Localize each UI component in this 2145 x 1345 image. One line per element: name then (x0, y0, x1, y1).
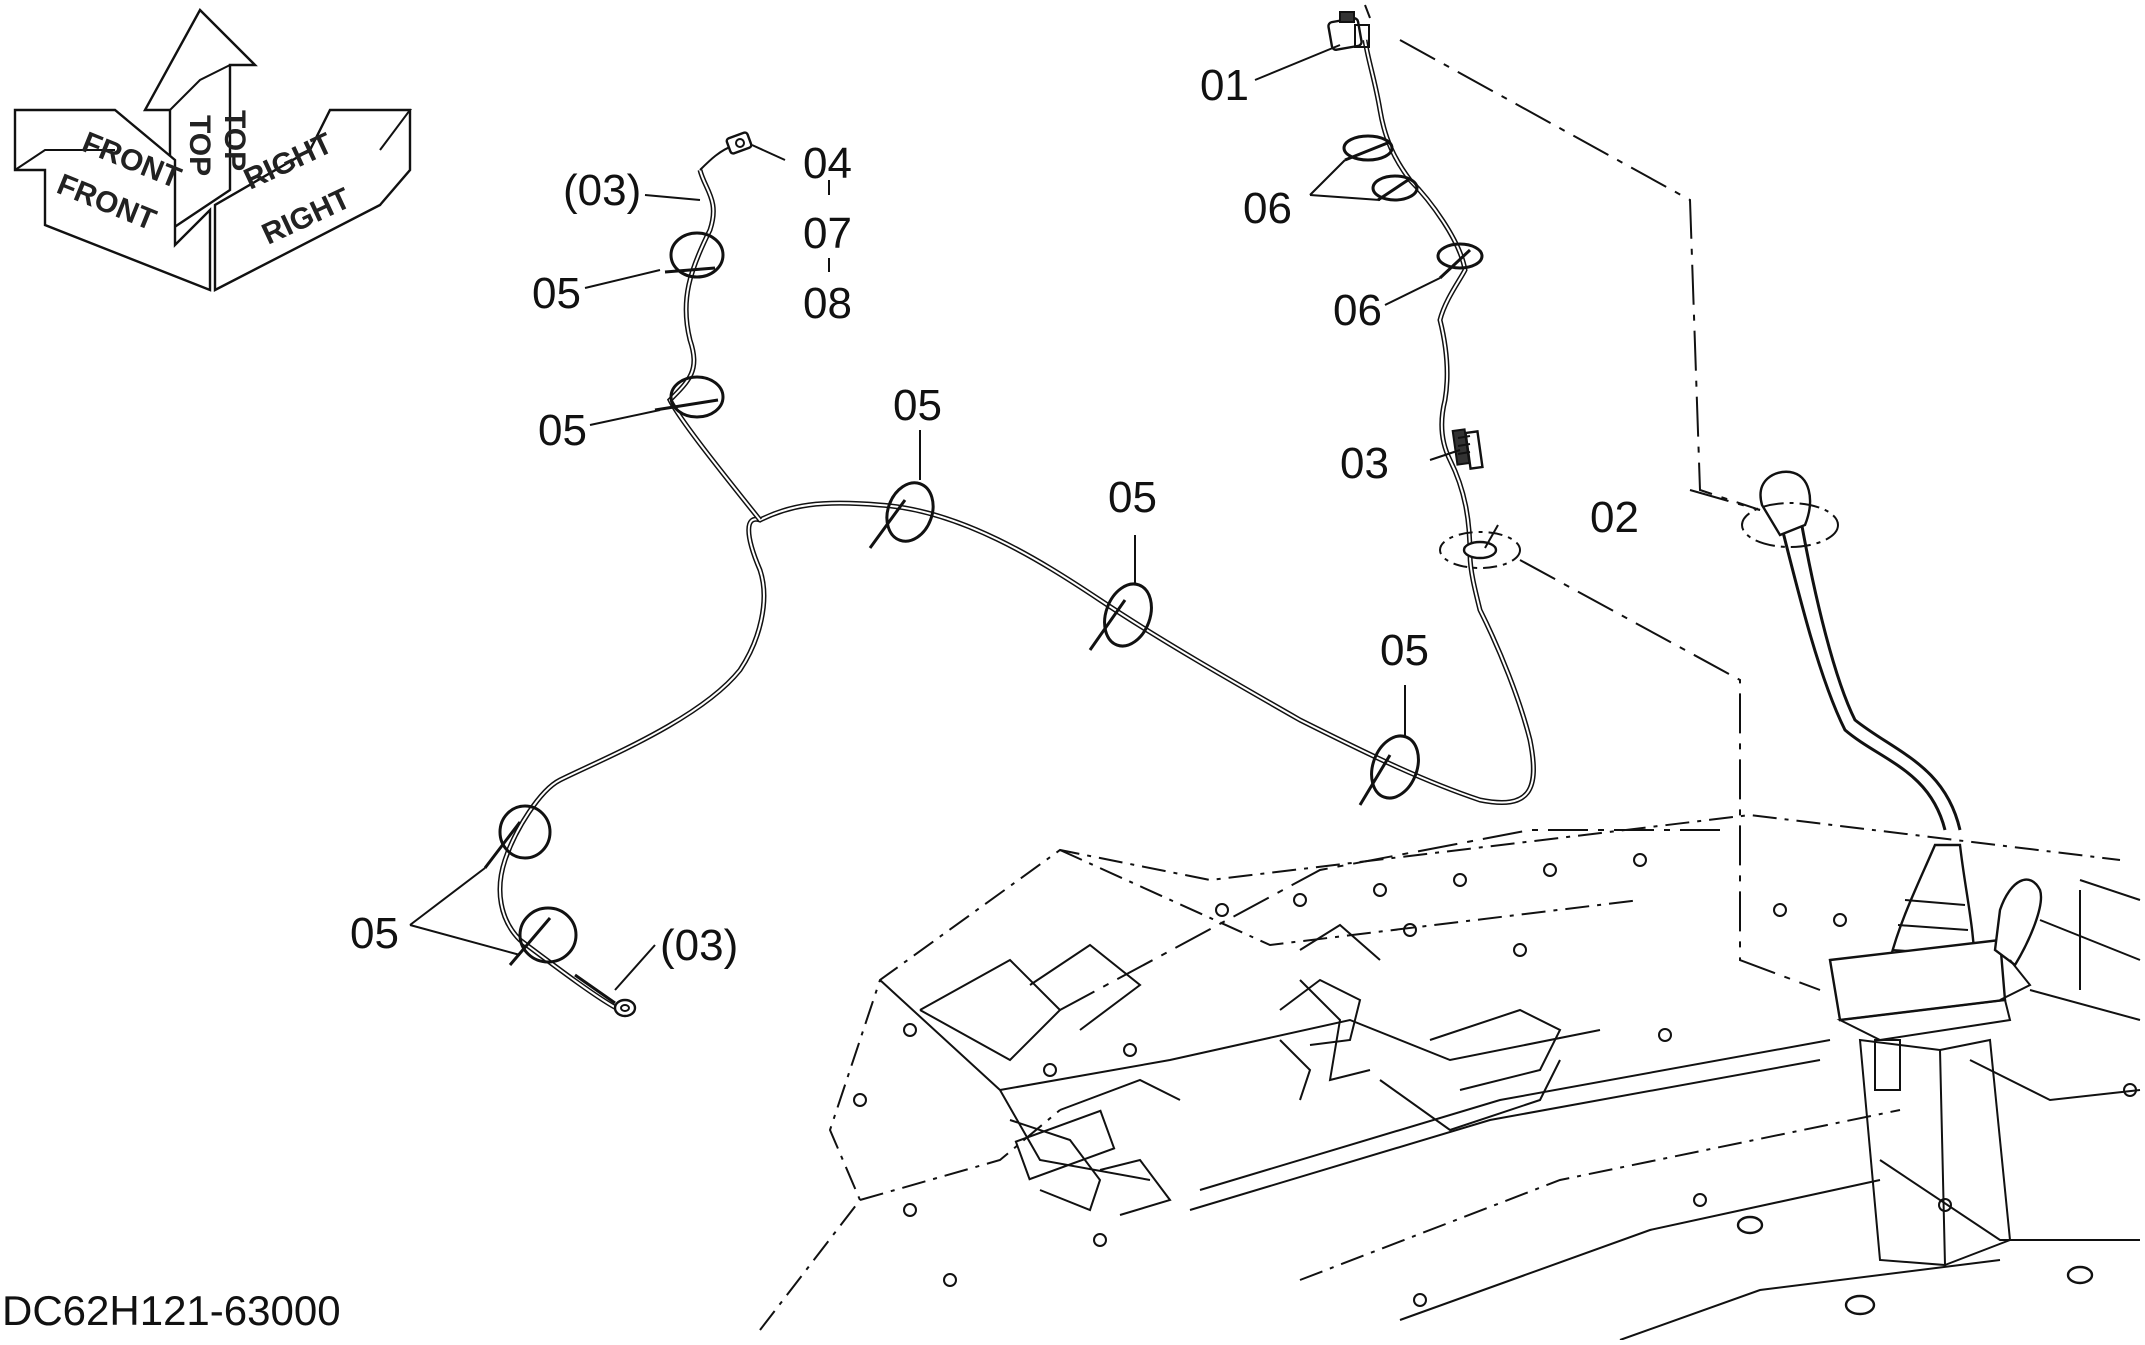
wire-harness (497, 39, 1536, 1013)
callout-07: 07 (803, 209, 852, 258)
callout-leaders (409, 44, 1499, 991)
cable-ties-06 (1342, 134, 1484, 280)
frame-bolt-head (1844, 1294, 1876, 1316)
callout-05-c: 05 (893, 381, 942, 430)
frame-bolt-head (2066, 1265, 2094, 1285)
harness-branch-cable (666, 169, 762, 522)
orientation-indicator: FRONT FRONT TOP TOP RIGHT RIGHT (13, 8, 412, 292)
callout-01: 01 (1200, 61, 1249, 110)
frame-bolt-head (1736, 1215, 1764, 1235)
part-03-connector (1451, 428, 1484, 471)
right-arrow-shape (213, 108, 412, 292)
callout-06-b: 06 (1333, 286, 1382, 335)
cable-tie (669, 231, 725, 279)
cable-tie (1103, 582, 1153, 648)
frame-bolt-holes (853, 853, 2137, 1307)
top-label: TOP (183, 115, 216, 176)
side-lever-handle (1993, 878, 2043, 967)
cable-tie (885, 481, 935, 543)
callout-03-lower: (03) (660, 921, 738, 970)
lever-base (1828, 938, 2007, 1022)
callout-05-a: 05 (532, 269, 581, 318)
callout-05-e: 05 (1380, 626, 1429, 675)
machine-frame (759, 813, 2141, 1341)
callout-05-b: 05 (538, 406, 587, 455)
callout-05-f: 05 (350, 909, 399, 958)
part-01-connector (1327, 4, 1371, 51)
cable-tie (498, 804, 552, 860)
callout-05-d: 05 (1108, 473, 1157, 522)
cable-tie (1342, 134, 1394, 162)
callout-labels: 01 02 03 (03) (03) 04 07 08 05 05 05 05 … (350, 61, 1639, 970)
part-ring-terminal (574, 973, 637, 1018)
callout-08: 08 (803, 279, 852, 328)
callout-06-a: 06 (1243, 184, 1292, 233)
harness-main-cable (497, 500, 1536, 1013)
lever-knob (1759, 470, 1812, 537)
part-02-grommet (1439, 531, 1521, 569)
callout-03: 03 (1340, 439, 1389, 488)
callout-02: 02 (1590, 493, 1639, 542)
control-lever-assembly (1689, 470, 2043, 1267)
leader-lines (1059, 19, 1821, 1011)
cable-tie (1371, 174, 1419, 202)
cable-tie (518, 906, 578, 964)
lever-ring-ghost (1741, 502, 1839, 548)
callout-03-upper: (03) (563, 166, 641, 215)
top-label-right: TOP (218, 110, 251, 171)
cable-tie (1436, 242, 1484, 270)
part-04-connector (725, 131, 753, 155)
front-arrow-shape (13, 108, 212, 292)
cable-ties (483, 231, 1420, 966)
drawing-code: DC62H121-63000 (2, 1287, 341, 1334)
cable-tie (669, 375, 725, 419)
callout-04: 04 (803, 139, 852, 188)
harness-parts (483, 4, 1521, 1018)
